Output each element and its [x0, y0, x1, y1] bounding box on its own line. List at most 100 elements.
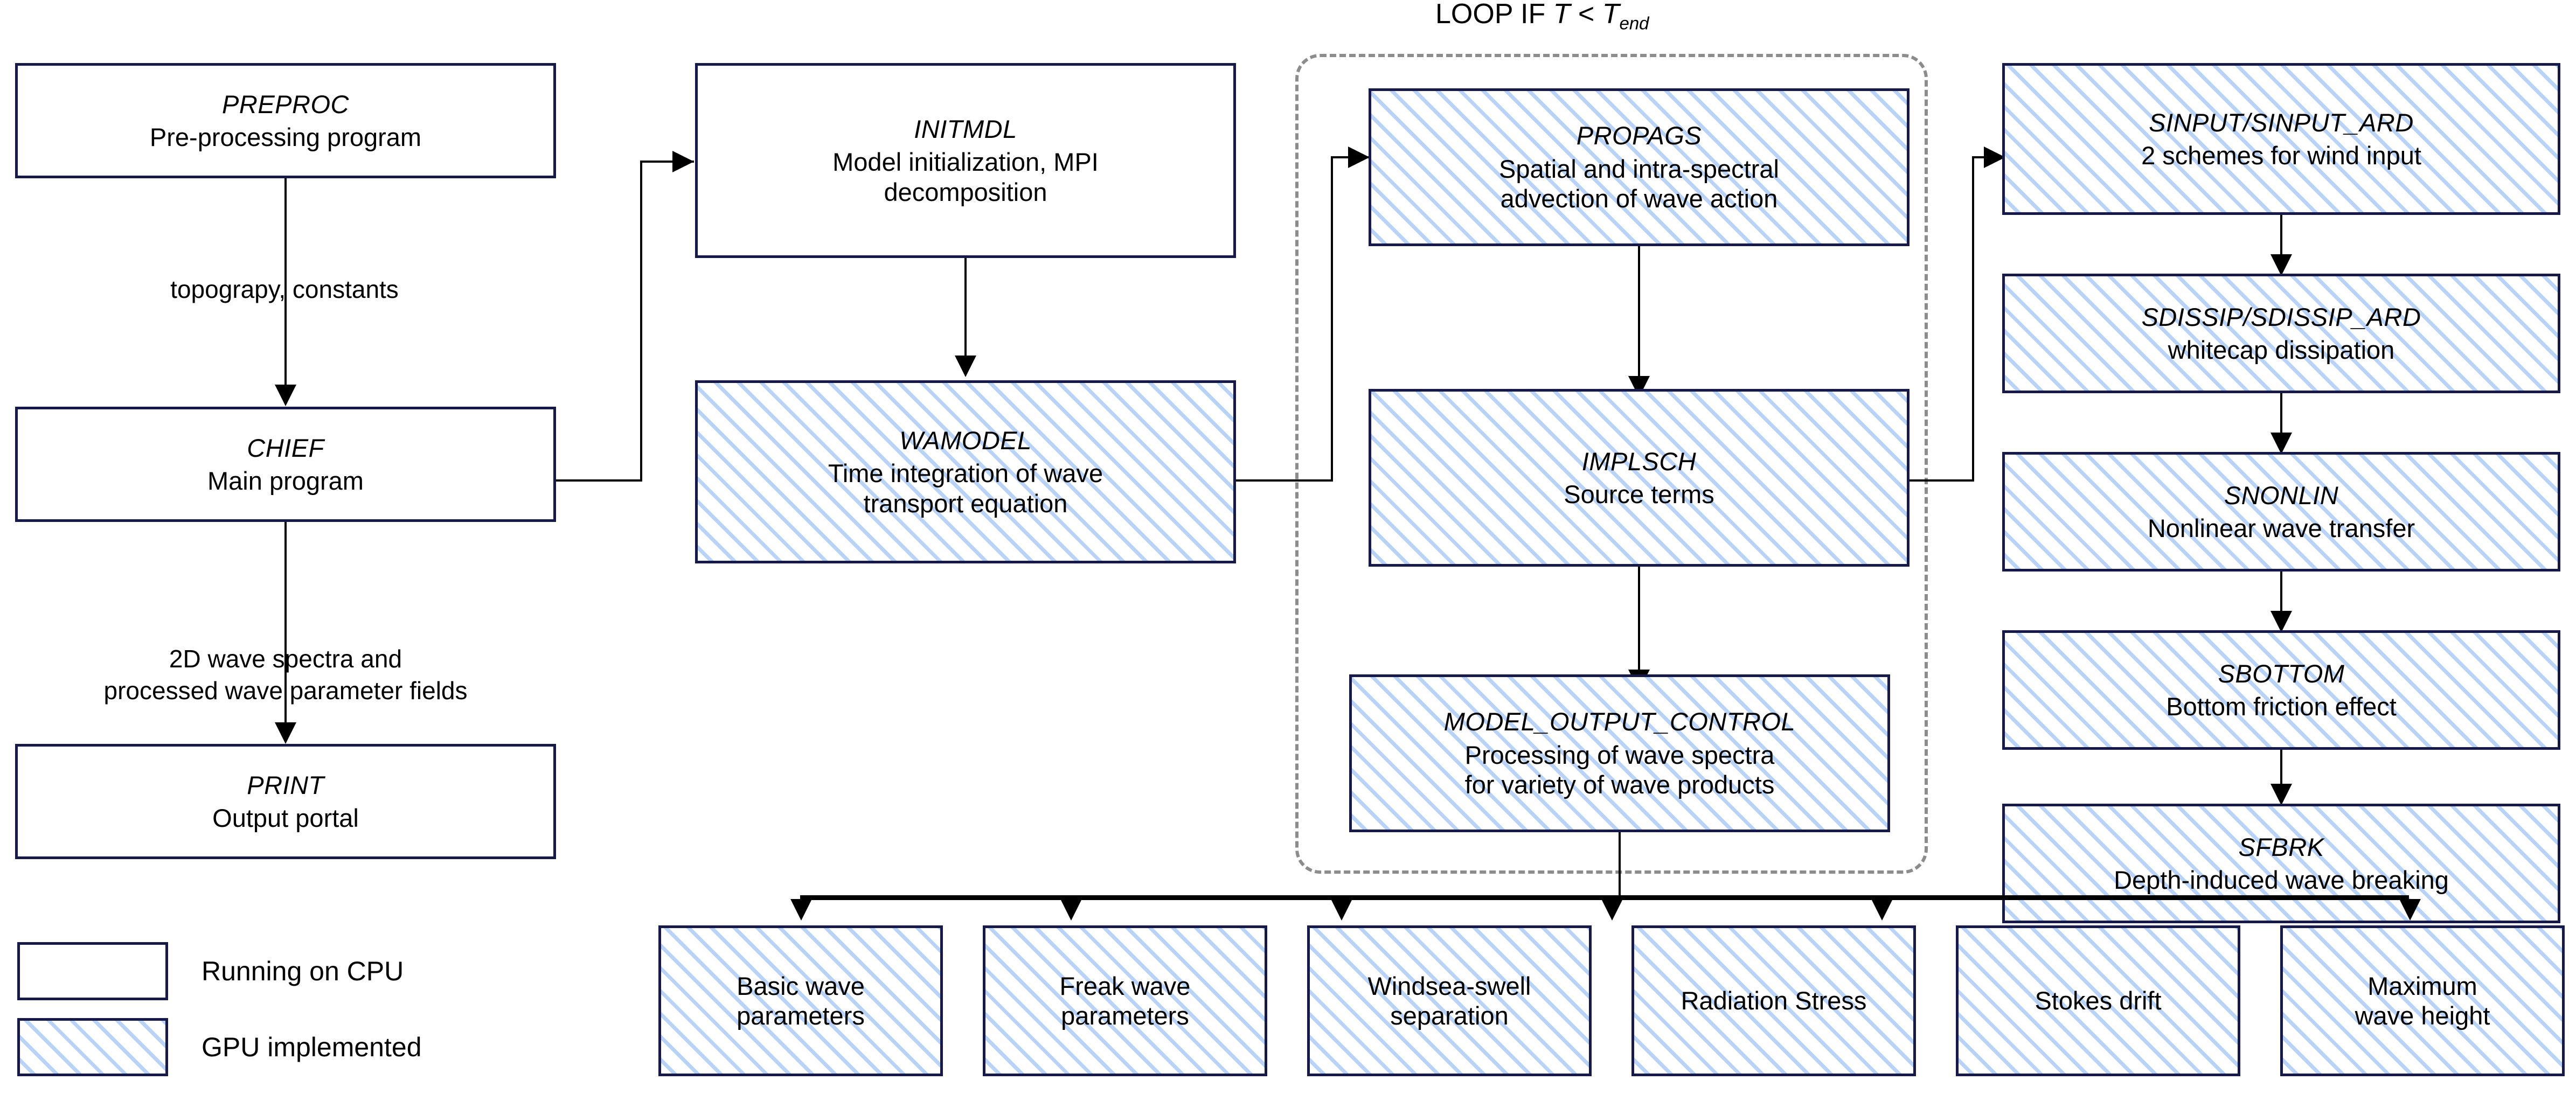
legend-label-cpu: Running on CPU — [202, 956, 404, 986]
loop-prefix: LOOP IF — [1435, 0, 1553, 30]
box-implsch-code: IMPLSCH — [1581, 447, 1697, 476]
edge-chief-print-arrow — [275, 722, 296, 744]
product-label-line-1: Maximum — [2367, 971, 2477, 1000]
box-sdissip-code: SDISSIP/SDISSIP_ARD — [2141, 302, 2421, 331]
product-box-label: Basic wave parameters — [737, 971, 865, 1031]
edge-snonlin-sbottom-line — [2280, 572, 2282, 620]
box-wamodel-desc: Time integration of wave transport equat… — [828, 458, 1103, 518]
box-initmdl-desc-line-2: decomposition — [884, 177, 1047, 206]
box-chief-code: CHIEF — [247, 433, 324, 462]
edge-sdissip-snonlin-line — [2280, 393, 2282, 442]
box-model-output-control[interactable]: MODEL_OUTPUT_CONTROL Processing of wave … — [1349, 674, 1890, 832]
box-sdissip[interactable]: SDISSIP/SDISSIP_ARD whitecap dissipation — [2002, 274, 2560, 393]
box-model-output-control-code: MODEL_OUTPUT_CONTROL — [1443, 707, 1796, 736]
box-model-output-control-desc-line-2: for variety of wave products — [1464, 770, 1775, 799]
edge-moc-distribution-line — [1619, 832, 1621, 898]
edge-sbottom-sfbrk-arrow — [2271, 784, 2292, 805]
edge-sbottom-sfbrk-line — [2280, 750, 2282, 793]
box-print-code: PRINT — [247, 770, 324, 799]
edge-implsch-moc-line — [1638, 567, 1640, 674]
product-box-radiation-stress[interactable]: Radiation Stress — [1631, 925, 1916, 1076]
box-sbottom[interactable]: SBOTTOM Bottom friction effect — [2002, 630, 2560, 750]
box-sinput[interactable]: SINPUT/SINPUT_ARD 2 schemes for wind inp… — [2002, 63, 2560, 215]
product-box-basic-wave-parameters[interactable]: Basic wave parameters — [658, 925, 943, 1076]
box-propags-desc-line-1: Spatial and intra-spectral — [1499, 154, 1779, 183]
product-label-line-1: Basic wave — [737, 971, 865, 1000]
box-initmdl-desc: Model initialization, MPI decomposition — [832, 147, 1099, 207]
product-arrow-0 — [790, 899, 812, 921]
edge-wamodel-propags-seg2 — [1331, 156, 1333, 482]
box-chief-desc: Main program — [207, 466, 364, 495]
product-label-line-2: parameters — [737, 1001, 865, 1030]
product-box-stokes-drift[interactable]: Stokes drift — [1956, 925, 2240, 1076]
box-print-desc: Output portal — [212, 804, 359, 832]
box-snonlin-desc: Nonlinear wave transfer — [2147, 514, 2415, 542]
box-sfbrk-code: SFBRK — [2238, 832, 2324, 861]
edge-chief-initmdl-seg1 — [556, 479, 642, 482]
box-preproc[interactable]: PREPROC Pre-processing program — [15, 63, 556, 178]
box-snonlin[interactable]: SNONLIN Nonlinear wave transfer — [2002, 452, 2560, 572]
edge-implsch-sinput-seg1 — [1910, 479, 1974, 482]
product-label-line-1: Windsea-swell — [1367, 971, 1531, 1000]
product-arrow-4 — [1871, 899, 1893, 921]
edge-sinput-sdissip-arrow — [2271, 254, 2292, 276]
box-implsch-desc: Source terms — [1564, 480, 1714, 508]
box-propags[interactable]: PROPAGS Spatial and intra-spectral advec… — [1369, 88, 1910, 246]
product-label-line-1: Stokes drift — [2035, 986, 2162, 1015]
edge-snonlin-sbottom-arrow — [2271, 611, 2292, 632]
edge-wamodel-propags-seg1 — [1236, 479, 1333, 482]
loop-container — [1295, 54, 1928, 874]
product-box-windsea-swell-separation[interactable]: Windsea-swell separation — [1307, 925, 1592, 1076]
box-sinput-desc: 2 schemes for wind input — [2141, 141, 2421, 170]
product-box-label: Maximum wave height — [2355, 971, 2490, 1031]
legend-swatch-gpu — [17, 1018, 168, 1076]
product-label-line-2: wave height — [2355, 1001, 2490, 1030]
box-initmdl-desc-line-1: Model initialization, MPI — [832, 148, 1099, 177]
product-box-label: Stokes drift — [2035, 986, 2161, 1015]
box-wamodel-desc-line-2: transport equation — [863, 489, 1068, 518]
edge-propags-implsch-line — [1638, 246, 1640, 381]
box-model-output-control-desc: Processing of wave spectra for variety o… — [1465, 740, 1775, 800]
box-sfbrk[interactable]: SFBRK Depth-induced wave breaking — [2002, 804, 2560, 923]
box-propags-desc: Spatial and intra-spectral advection of … — [1499, 154, 1779, 214]
box-implsch[interactable]: IMPLSCH Source terms — [1369, 389, 1910, 567]
box-initmdl-code: INITMDL — [914, 114, 1017, 143]
box-preproc-code: PREPROC — [222, 89, 349, 119]
edge-sinput-sdissip-line — [2280, 215, 2282, 263]
product-label-line-2: parameters — [1061, 1001, 1189, 1030]
box-wamodel-desc-line-1: Time integration of wave — [828, 459, 1103, 488]
loop-subscript-end: end — [1619, 13, 1649, 33]
edge-implsch-sinput-arrow — [1984, 147, 2005, 168]
product-distribution-bar — [800, 895, 2409, 900]
product-box-label: Windsea-swell separation — [1368, 971, 1531, 1031]
edge-implsch-sinput-seg2 — [1972, 156, 1974, 482]
box-sfbrk-desc: Depth-induced wave breaking — [2114, 866, 2449, 894]
edge-label-line-2: processed wave parameter fields — [103, 676, 468, 705]
product-label-line-1: Freak wave — [1059, 971, 1191, 1000]
box-propags-code: PROPAGS — [1576, 121, 1702, 150]
edge-label-topography-constants: topograpy, constants — [170, 275, 399, 303]
box-chief[interactable]: CHIEF Main program — [15, 407, 556, 522]
product-box-label: Freak wave parameters — [1060, 971, 1191, 1031]
box-preproc-desc: Pre-processing program — [149, 123, 422, 151]
box-propags-desc-line-2: advection of wave action — [1500, 184, 1778, 213]
product-box-maximum-wave-height[interactable]: Maximum wave height — [2280, 925, 2565, 1076]
box-print[interactable]: PRINT Output portal — [15, 744, 556, 859]
box-sdissip-desc: whitecap dissipation — [2168, 336, 2395, 364]
product-arrow-3 — [1601, 899, 1623, 921]
edge-label-wave-spectra-fields: 2D wave spectra and processed wave param… — [4, 611, 567, 707]
loop-operator: < — [1570, 0, 1602, 30]
edge-chief-initmdl-arrow — [672, 151, 694, 172]
product-box-freak-wave-parameters[interactable]: Freak wave parameters — [983, 925, 1267, 1076]
edge-chief-print-line — [284, 522, 287, 727]
product-arrow-1 — [1060, 899, 1082, 921]
product-label-line-1: Radiation Stress — [1681, 986, 1867, 1015]
product-box-label: Radiation Stress — [1681, 986, 1867, 1015]
edge-sdissip-snonlin-arrow — [2271, 433, 2292, 454]
edge-initmdl-wamodel-line — [964, 258, 967, 360]
box-wamodel[interactable]: WAMODEL Time integration of wave transpo… — [695, 380, 1236, 563]
edge-chief-initmdl-seg2 — [640, 161, 642, 482]
box-sinput-code: SINPUT/SINPUT_ARD — [2149, 108, 2414, 137]
legend-swatch-cpu — [17, 942, 168, 1000]
box-initmdl[interactable]: INITMDL Model initialization, MPI decomp… — [695, 63, 1236, 258]
